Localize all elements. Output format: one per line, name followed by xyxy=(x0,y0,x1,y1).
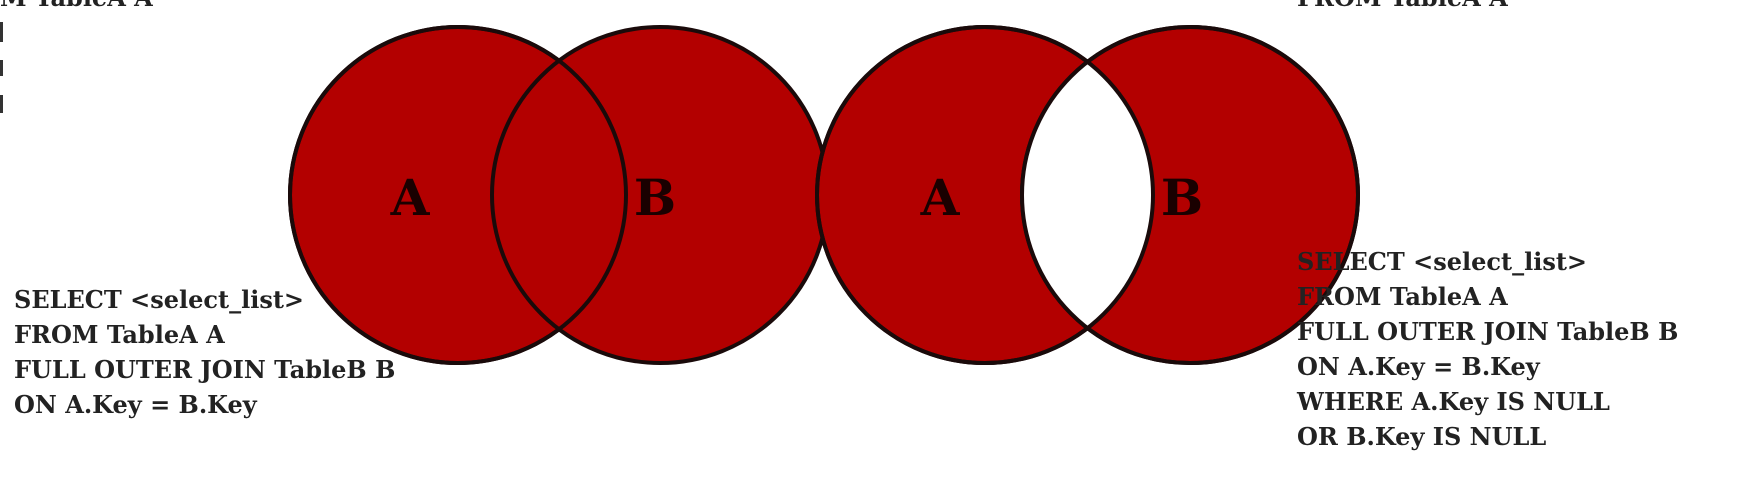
circle-a-outline xyxy=(815,25,1155,365)
venn-full-outer-join: A B xyxy=(288,25,830,365)
cropped-top-right-text: FROM TableA A xyxy=(1297,0,1508,10)
edge-marks xyxy=(0,22,3,113)
sql-line: SELECT <select_list> xyxy=(1297,247,1588,276)
label-a: A xyxy=(390,168,431,227)
label-a: A xyxy=(920,168,961,227)
sql-line: SELECT <select_list> xyxy=(14,285,305,314)
sql-line: ON A.Key = B.Key xyxy=(14,390,257,419)
sql-line: FULL OUTER JOIN TableB B xyxy=(1297,317,1679,346)
venn-full-outer-join-excluding-intersection: A B xyxy=(815,25,1360,365)
sql-line: OR B.Key IS NULL xyxy=(1297,422,1547,451)
circle-b-outline xyxy=(1020,25,1360,365)
sql-line: FROM TableA A xyxy=(1297,282,1508,311)
label-b: B xyxy=(1161,168,1203,227)
sql-line: ON A.Key = B.Key xyxy=(1297,352,1540,381)
label-b: B xyxy=(634,168,676,227)
left-sql-query: SELECT <select_list> FROM TableA A FULL … xyxy=(14,282,395,422)
sql-line: WHERE A.Key IS NULL xyxy=(1297,387,1610,416)
intersection-empty xyxy=(1022,27,1153,363)
sql-line: FULL OUTER JOIN TableB B xyxy=(14,355,396,384)
cropped-top-left-text: M TableA A xyxy=(0,0,153,10)
sql-line: FROM TableA A xyxy=(14,320,225,349)
circle-a-outline xyxy=(288,25,628,365)
right-sql-query: SELECT <select_list> FROM TableA A FULL … xyxy=(1297,244,1678,454)
